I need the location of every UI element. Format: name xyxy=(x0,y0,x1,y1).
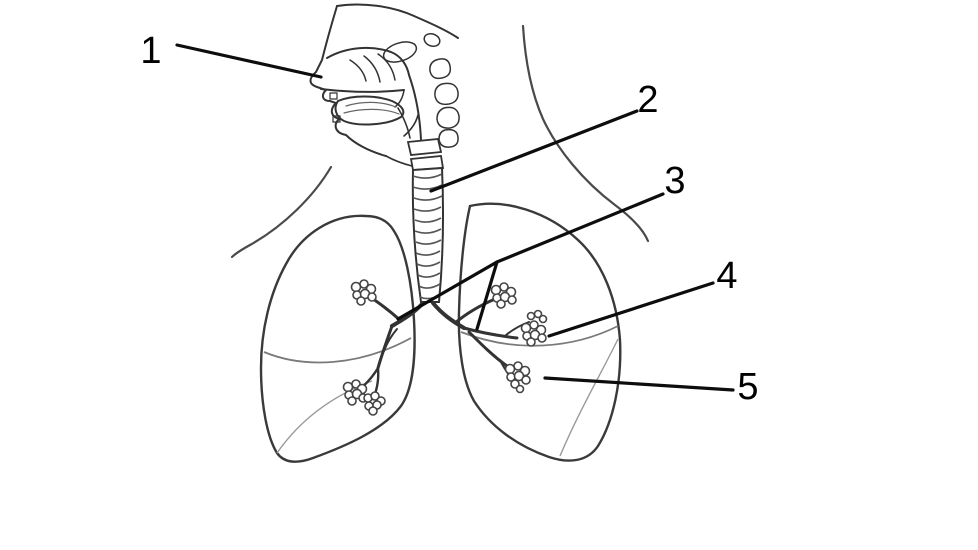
trachea-rings xyxy=(412,173,443,300)
bronchial-tree xyxy=(356,297,530,401)
concha xyxy=(377,53,396,81)
palate-line xyxy=(320,88,405,93)
soft-palate xyxy=(394,89,405,108)
label-2: 2 xyxy=(637,79,659,121)
leader-lines xyxy=(175,43,735,392)
right-lung-oblique-fissure xyxy=(559,338,619,457)
leader-line-1-nasal-cavity xyxy=(175,43,323,79)
neck-front-line xyxy=(385,155,413,167)
label-5: 5 xyxy=(737,366,759,408)
label-4: 4 xyxy=(716,255,738,297)
epiglottis xyxy=(403,114,419,137)
vertebra xyxy=(436,106,460,129)
larynx-cartilage xyxy=(406,138,443,156)
trachea xyxy=(411,166,444,303)
tongue xyxy=(334,95,405,126)
tooth xyxy=(329,92,338,100)
tongue-texture xyxy=(343,108,400,115)
trachea-tube xyxy=(411,166,444,303)
left-lung-fissure xyxy=(263,337,412,364)
alveoli-cluster xyxy=(504,361,531,394)
face-profile xyxy=(309,5,387,157)
vertebra xyxy=(434,82,459,106)
label-3: 3 xyxy=(664,160,686,202)
tongue-texture xyxy=(345,101,397,108)
left-shoulder-line xyxy=(230,165,333,259)
left-twig xyxy=(383,328,398,352)
concha xyxy=(363,55,381,83)
leader-line-2-trachea xyxy=(429,109,639,193)
skull-bone xyxy=(423,32,441,48)
alveoli-cluster xyxy=(520,309,548,347)
leader-line-5-alveoli xyxy=(543,376,735,392)
alveoli-clusters xyxy=(342,279,548,416)
leader-line-3-bronchus-right xyxy=(475,260,499,331)
alveoli-cluster xyxy=(490,282,517,309)
pharynx-posterior xyxy=(408,74,422,141)
tooth xyxy=(332,115,341,123)
leader-line-4-bronchiole xyxy=(547,281,715,338)
torso-outline xyxy=(230,24,650,259)
left-lung xyxy=(259,214,416,463)
skull-top xyxy=(336,3,459,39)
alveoli-cluster xyxy=(363,391,386,416)
right-main-bronchus xyxy=(431,301,466,330)
right-shoulder-line xyxy=(521,24,650,243)
nasal-cavity-roof xyxy=(326,47,410,76)
head-profile xyxy=(309,3,460,171)
right-lung-fissure xyxy=(460,325,619,347)
label-1: 1 xyxy=(140,30,162,72)
concha xyxy=(349,59,367,82)
pharynx-anterior xyxy=(397,107,411,139)
right-lower-bronchiole xyxy=(467,330,509,368)
right-middle-bronchiole xyxy=(462,326,519,340)
right-middle-twig xyxy=(504,321,530,337)
vertebra xyxy=(429,58,452,80)
alveoli-cluster xyxy=(350,279,377,306)
right-upper-bronchiole xyxy=(453,297,497,325)
vertebra xyxy=(438,128,459,148)
